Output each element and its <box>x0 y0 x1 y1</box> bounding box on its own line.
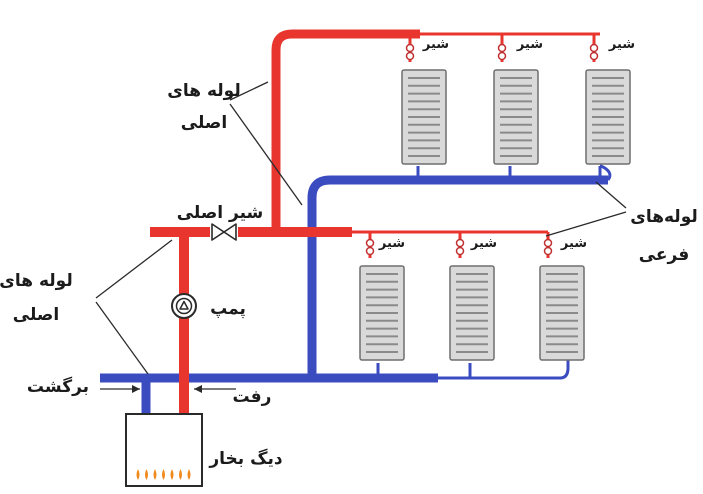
branch-pipes-label-line2: فرعی <box>639 245 690 265</box>
flame <box>162 469 165 480</box>
radiator-valve-label: شیر <box>560 236 587 251</box>
valve-icon <box>455 238 465 256</box>
radiator <box>449 265 495 361</box>
radiator-valve-icons <box>365 43 599 256</box>
pump-label: پمپ <box>210 299 246 319</box>
leader-arrowheads <box>132 385 202 393</box>
radiator <box>359 265 405 361</box>
flame <box>170 469 174 480</box>
radiator <box>585 69 631 165</box>
radiator <box>539 265 585 361</box>
valve-icon <box>405 43 415 61</box>
radiator-valve-label: شیر <box>608 37 635 52</box>
boiler-label: دیگ بخار <box>208 448 283 469</box>
flame <box>136 469 140 480</box>
valve-icon <box>543 238 553 256</box>
supply-main-upper-riser-pipe <box>271 29 420 232</box>
supply-label: رفت <box>233 387 272 407</box>
radiator <box>493 69 539 165</box>
main-pipes-top-label-line1: لوله های <box>167 81 240 101</box>
radiator-valve-label: شیر <box>378 236 405 251</box>
return-pipes <box>100 164 612 414</box>
valve-icon <box>365 238 375 256</box>
valve-icon <box>497 43 507 61</box>
main-pipes-left-label-line1: لوله های <box>0 271 73 291</box>
radiator-valve-label: شیر <box>470 236 497 251</box>
return-branch-lower-drops <box>376 363 472 378</box>
main-valve-icon <box>210 223 238 241</box>
valve-icon <box>589 43 599 61</box>
main-pipes-left-label-line2: اصلی <box>13 305 59 325</box>
flame <box>179 469 182 480</box>
return-label: برگشت <box>27 376 89 397</box>
return-main-riser-pipe <box>307 175 608 378</box>
flame <box>187 469 191 480</box>
branch-pipes-label-line1: لوله‌های <box>630 207 698 227</box>
pump-icon <box>171 293 197 319</box>
flame <box>153 469 157 480</box>
return-branch-lower-pipe <box>438 358 570 380</box>
labels: شیر شیر شیر شیر شیر شیر لوله های اصلی لو… <box>0 37 698 469</box>
radiator <box>401 69 447 165</box>
flame-icon <box>136 469 191 480</box>
flame <box>145 469 148 480</box>
radiator-valve-label: شیر <box>516 37 543 52</box>
upper-radiators <box>401 69 631 165</box>
boiler <box>125 413 203 487</box>
main-valve-label: شیر اصلی <box>177 203 264 223</box>
lower-radiators <box>359 265 585 361</box>
return-branch-upper-drops <box>416 166 602 180</box>
radiator-valve-label: شیر <box>422 37 449 52</box>
main-pipes-top-label-line2: اصلی <box>181 113 227 133</box>
supply-pipes <box>150 29 600 414</box>
